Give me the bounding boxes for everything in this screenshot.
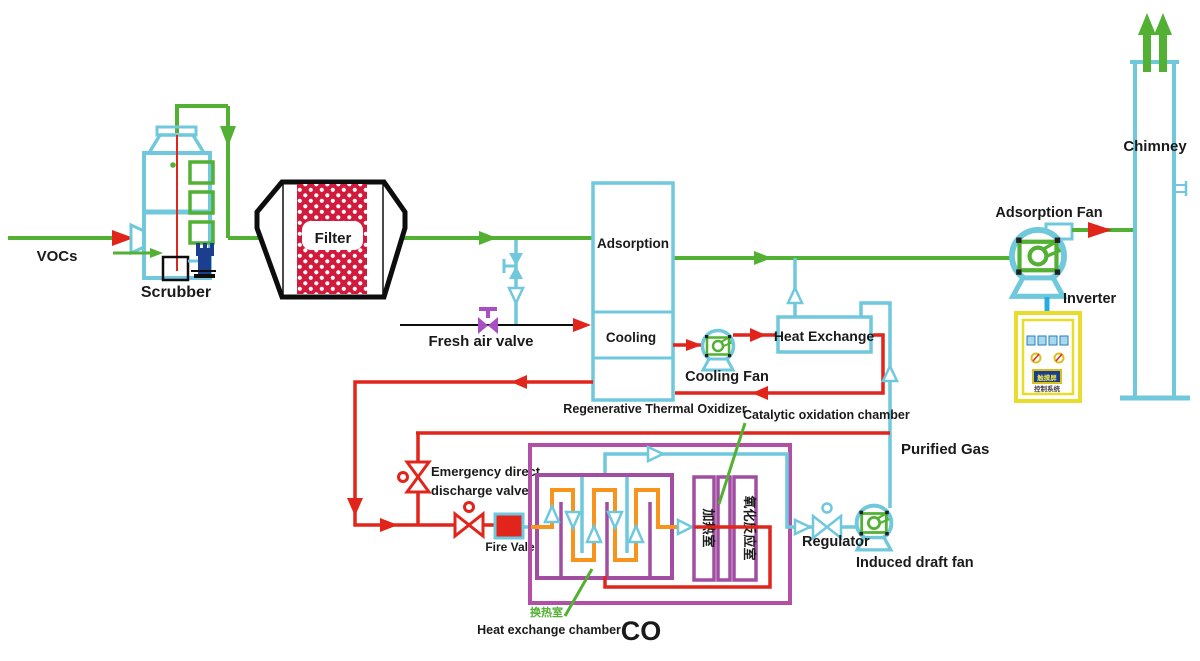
heat-exchange-gas-lines xyxy=(786,258,899,508)
oxidizer-housing xyxy=(528,443,792,605)
scrubber-label: Scrubber xyxy=(141,284,211,301)
scrubber-pump-icon xyxy=(191,243,216,278)
inverter-label: Inverter xyxy=(1063,291,1117,307)
catalytic-oxidation-chamber-label: Catalytic oxidation chamber xyxy=(743,408,910,422)
touch-screen-label: 触摸屏 xyxy=(1036,373,1057,382)
vocs-inlet-line xyxy=(8,230,134,246)
flow-arrow-icon xyxy=(793,518,813,536)
heat-exchange-chamber xyxy=(531,473,678,580)
fire-valve-group: Fire Vale xyxy=(453,501,538,554)
chimney: Chimney xyxy=(1120,13,1190,401)
scrubber-spray-layer xyxy=(188,220,215,245)
flow-arrow-icon xyxy=(627,522,645,544)
filter: Filter xyxy=(254,179,408,300)
emergency-valve-icon xyxy=(397,460,432,494)
serpentine-coil xyxy=(531,488,678,562)
rto-label: Regenerative Thermal Oxidizer xyxy=(563,402,747,416)
chimney-sample-port-icon xyxy=(1174,181,1188,196)
shutoff-valve-icon xyxy=(453,501,485,540)
air-bleed-valve-icon xyxy=(502,253,523,279)
induced-draft-fan-label: Induced draft fan xyxy=(856,555,974,571)
flow-arrow-icon xyxy=(1088,222,1112,238)
cooling-fan-icon xyxy=(700,328,736,372)
chimney-label: Chimney xyxy=(1123,138,1187,155)
touch-screen-icon xyxy=(1032,369,1062,384)
flow-arrow-icon xyxy=(150,248,163,258)
control-system-label: 控制系统 xyxy=(1034,384,1061,393)
flow-arrow-icon xyxy=(543,502,561,524)
emergency-valve-label-line1: Emergency direct xyxy=(431,464,541,479)
flow-arrow-icon xyxy=(754,251,772,265)
regulator-label: Regulator xyxy=(802,534,870,550)
flow-arrow-icon xyxy=(752,386,768,400)
flow-arrow-icon xyxy=(479,231,497,245)
fire-valve-icon xyxy=(493,512,525,540)
oxidizer-annotations: Catalytic oxidation chamber 换热室 Heat exc… xyxy=(477,408,910,646)
scrubber: Scrubber xyxy=(113,125,216,301)
inverter-breakers xyxy=(1026,335,1069,346)
catalytic-oxidizer-unit: 加热室 氧化反应室 xyxy=(528,443,813,605)
adsorption-section-label: Adsorption xyxy=(597,236,669,251)
co-label: CO xyxy=(621,616,662,646)
rto: Adsorption Cooling Regenerative Thermal … xyxy=(563,181,747,416)
scrubber-spray-layer xyxy=(188,160,215,185)
flow-arrow-icon xyxy=(112,230,134,246)
cooling-fan-label: Cooling Fan xyxy=(685,369,769,385)
adsorption-fan-icon xyxy=(1012,230,1064,296)
flow-arrow-icon xyxy=(606,510,624,532)
adsorption-fan-group: Adsorption Fan Inverter xyxy=(995,205,1135,314)
flow-arrow-icon xyxy=(347,498,363,516)
induced-draft-group: Regulator Induced draft fan Purified Gas xyxy=(802,441,989,571)
regulator-valve-icon xyxy=(811,502,843,541)
exhaust-arrow-icon xyxy=(1138,13,1156,72)
scrubber-spray-layer xyxy=(188,190,215,215)
purified-gas-label: Purified Gas xyxy=(901,441,989,458)
flow-arrow-icon xyxy=(750,328,766,342)
flow-arrow-icon xyxy=(511,375,527,389)
inverter-cabinet xyxy=(1014,311,1082,403)
inverter-indicator-icons xyxy=(1030,352,1065,364)
scrubber-tank xyxy=(161,255,190,282)
flow-arrow-icon xyxy=(585,522,603,544)
fresh-air-valve-icon xyxy=(478,307,498,334)
flow-arrow-icon xyxy=(564,510,582,532)
rto-vessel xyxy=(591,181,675,402)
exhaust-arrow-icon xyxy=(1154,13,1172,72)
heat-exchange-chamber-label: Heat exchange chamber xyxy=(477,623,621,637)
flow-arrow-icon xyxy=(507,286,525,306)
adsorption-fan-label: Adsorption Fan xyxy=(995,205,1102,221)
cooling-section-label: Cooling xyxy=(606,330,656,345)
oxidizer-outlet-line xyxy=(603,445,813,536)
emergency-valve-label-line2: discharge valve xyxy=(431,483,529,498)
filter-to-rto-line xyxy=(404,231,593,245)
hot-gas-loop xyxy=(603,525,772,589)
inverter-panel: 触摸屏 控制系统 xyxy=(1014,311,1082,403)
flow-arrow-icon xyxy=(786,285,804,305)
heat-exchange: Heat Exchange xyxy=(774,315,875,354)
rto-outlet-line xyxy=(673,251,1014,265)
heat-exchange-label: Heat Exchange xyxy=(774,328,875,344)
heat-exchange-chamber-cn-label: 换热室 xyxy=(530,605,563,619)
heat-exchange-return-line xyxy=(675,333,885,400)
fresh-air-branch: Fresh air valve xyxy=(400,240,591,350)
vocs-label: VOCs xyxy=(37,248,78,265)
filter-label: Filter xyxy=(315,230,352,247)
cooling-loop: Cooling Fan xyxy=(673,328,778,385)
flow-arrow-icon xyxy=(676,517,695,537)
flow-arrow-icon xyxy=(220,126,236,147)
heat-exchange-box xyxy=(776,315,873,354)
fresh-air-valve-label: Fresh air valve xyxy=(428,333,533,350)
emergency-bypass-line: Emergency direct discharge valve xyxy=(397,431,890,525)
flow-arrow-icon xyxy=(380,518,398,532)
flow-arrow-icon xyxy=(881,363,899,383)
flow-arrow-icon xyxy=(646,445,666,463)
fire-vale-label: Fire Vale xyxy=(485,540,535,554)
flow-arrow-icon xyxy=(686,339,702,351)
rto-to-combustor-line xyxy=(347,375,593,532)
flow-arrow-icon xyxy=(573,318,591,332)
